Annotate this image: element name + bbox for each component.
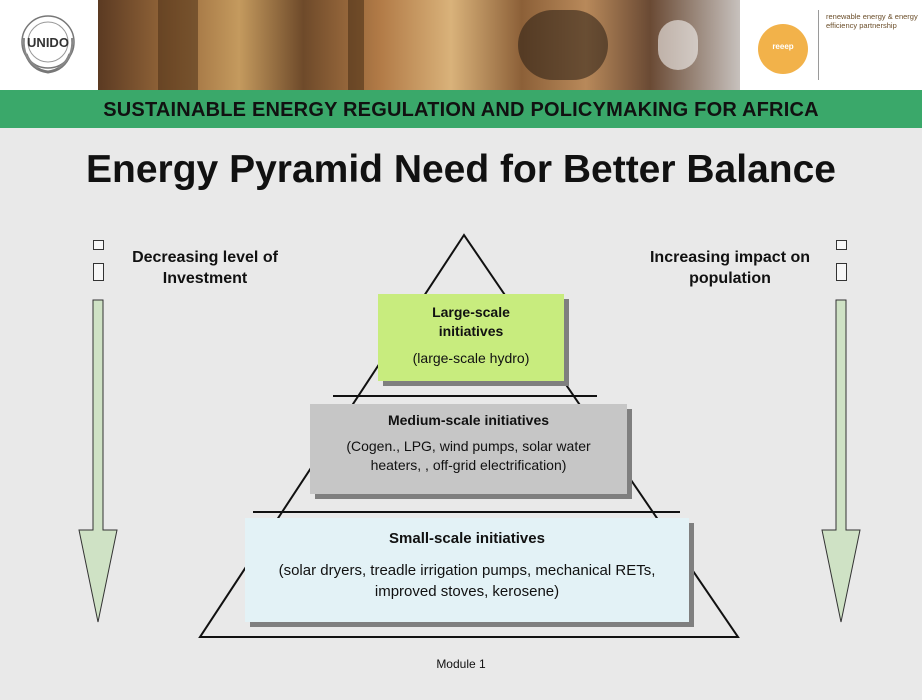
large-scale-detail: (large-scale hydro)	[412, 350, 530, 366]
bullet-square	[836, 240, 847, 250]
banner-title: SUSTAINABLE ENERGY REGULATION AND POLICY…	[103, 99, 819, 121]
divider	[818, 10, 819, 80]
large-scale-box: Large-scale initiatives (large-scale hyd…	[378, 294, 564, 381]
right-down-arrow	[821, 299, 861, 623]
medium-scale-detail: (Cogen., LPG, wind pumps, solar water he…	[346, 438, 591, 473]
header: UNIDO reeep renewable energy & energy ef…	[0, 0, 922, 90]
slide-title: Energy Pyramid Need for Better Balance	[86, 148, 836, 191]
small-scale-detail: (solar dryers, treadle irrigation pumps,…	[278, 562, 656, 600]
banner-title-bar: SUSTAINABLE ENERGY REGULATION AND POLICY…	[0, 90, 922, 128]
medium-scale-heading: Medium-scale initiatives	[387, 412, 550, 428]
reeep-logo-text: reeep	[772, 42, 794, 51]
reeep-tagline: renewable energy & energy efficiency par…	[826, 12, 918, 30]
left-down-arrow	[78, 299, 118, 623]
footer-module: Module 1	[436, 657, 486, 671]
small-scale-heading: Small-scale initiatives	[389, 530, 545, 547]
medium-scale-box: Medium-scale initiatives (Cogen., LPG, w…	[310, 404, 627, 494]
unido-logo: UNIDO	[21, 15, 75, 74]
unido-logo-text: UNIDO	[27, 35, 69, 50]
left-label: Decreasing level of Investment	[132, 249, 278, 287]
bullet-square	[836, 263, 847, 281]
reeep-logo: reeep	[758, 24, 808, 74]
large-scale-heading: Large-scale initiatives	[432, 304, 510, 339]
small-scale-box: Small-scale initiatives (solar dryers, t…	[245, 518, 689, 622]
right-label: Increasing impact on population	[649, 249, 811, 287]
banner-photo	[98, 0, 740, 90]
bullet-square	[93, 240, 104, 250]
bullet-square	[93, 263, 104, 281]
